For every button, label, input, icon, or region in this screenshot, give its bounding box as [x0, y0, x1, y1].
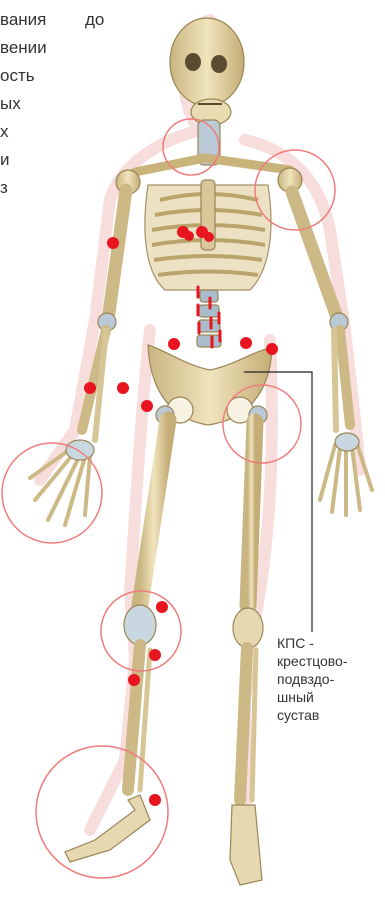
text-fragment: до — [85, 6, 104, 34]
text-fragment: и — [0, 146, 10, 174]
red-dot-marker — [107, 237, 119, 249]
text-fragment: ых — [0, 90, 21, 118]
red-dot-marker — [184, 231, 194, 241]
callout-line: КПС - — [277, 634, 377, 652]
red-dot-marker — [141, 400, 153, 412]
text-fragment: з — [0, 174, 8, 202]
red-dot-marker — [128, 674, 140, 686]
text-fragment: ость — [0, 62, 35, 90]
callout-line: сустав — [277, 706, 377, 724]
text-fragment: вении — [0, 34, 47, 62]
callout-line: шный — [277, 688, 377, 706]
red-dot-marker — [149, 794, 161, 806]
sacroiliac-joint-callout: КПС - крестцово- подвздо- шный сустав — [277, 634, 377, 724]
red-dot-marker — [117, 382, 129, 394]
callout-line: подвздо- — [277, 670, 377, 688]
red-dot-marker — [168, 338, 180, 350]
skeleton-figure — [30, 18, 372, 885]
red-dot-marker — [156, 601, 168, 613]
red-dot-marker — [84, 382, 96, 394]
text-fragment: вания — [0, 6, 46, 34]
red-dot-marker — [266, 343, 278, 355]
text-fragment: х — [0, 118, 9, 146]
red-dot-marker — [149, 649, 161, 661]
red-dot-marker — [240, 337, 252, 349]
callout-line: крестцово- — [277, 652, 377, 670]
red-dot-marker — [204, 232, 214, 242]
